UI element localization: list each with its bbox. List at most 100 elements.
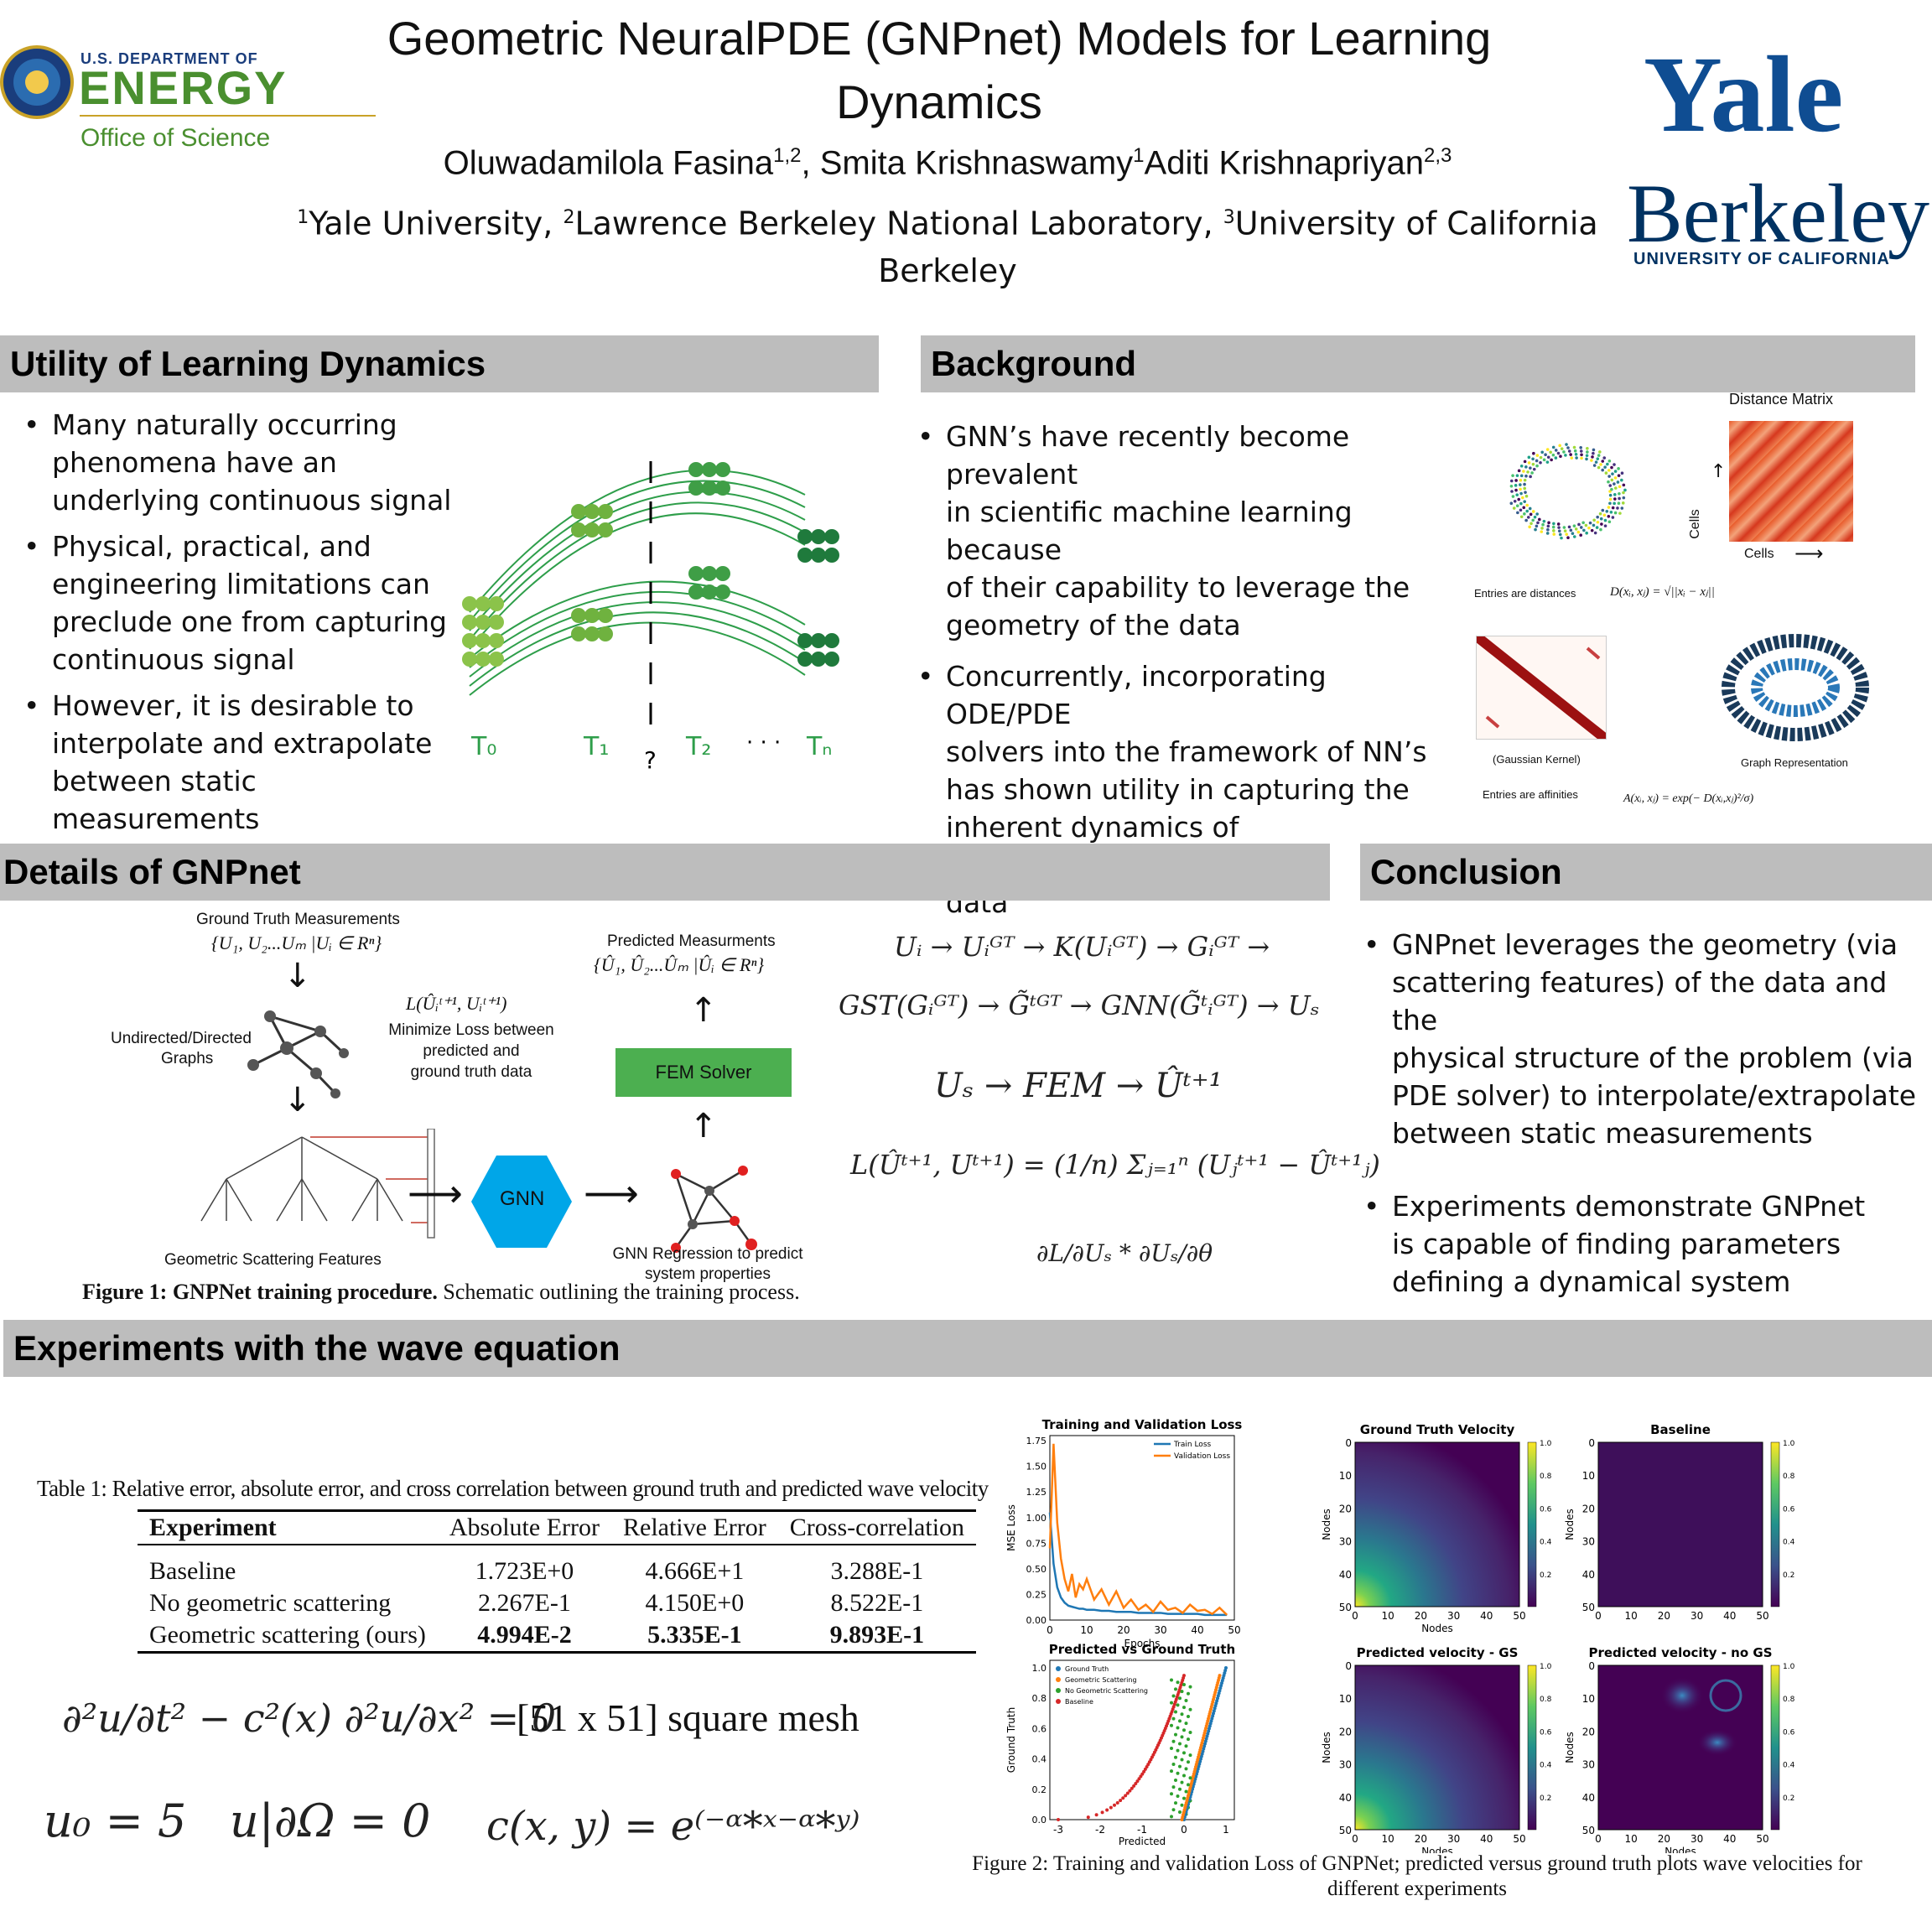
point-cloud-dot xyxy=(1567,525,1571,529)
point-cloud-dot xyxy=(1519,478,1523,482)
point-cloud-dot xyxy=(1622,491,1625,495)
pred-title: Predicted Measurments xyxy=(607,932,776,950)
point-cloud-dot xyxy=(1552,522,1555,526)
point-cloud-dot xyxy=(1609,510,1613,514)
point-cloud-dot xyxy=(1559,454,1562,459)
scatter-point xyxy=(1184,1744,1188,1748)
scatter-ylabel: Ground Truth xyxy=(1005,1707,1017,1773)
scatter-point xyxy=(1124,1794,1128,1798)
point-cloud-dot xyxy=(1562,450,1566,454)
doe-line2: ENERGY xyxy=(79,61,288,114)
dynamics-trajectory-diagram: T₀ T₁ ? T₂ · · · Tₙ xyxy=(462,461,839,774)
scatter-point xyxy=(1182,1728,1186,1732)
point-cloud-dot xyxy=(1531,457,1535,461)
heatmap-ytick: 40 xyxy=(1582,1569,1595,1581)
wave-equation: ∂²u/∂t² − c²(x) ∂²u/∂x² = 0 xyxy=(62,1696,557,1741)
scatter-point xyxy=(1128,1789,1132,1793)
equation-3: Uₛ → FEM → Ûᵗ⁺¹ xyxy=(934,1067,1223,1105)
heatmap-ytick: 30 xyxy=(1339,1759,1352,1771)
conclusion-bullets: GNPnet leverages the geometry (viascatte… xyxy=(1363,926,1917,1309)
scatter-point xyxy=(1202,1744,1207,1748)
point-cloud-dot xyxy=(1535,512,1539,516)
scatter-point xyxy=(1217,1691,1221,1696)
trajectory-dot xyxy=(824,633,839,648)
point-cloud-dot xyxy=(1558,532,1562,537)
entries-distances-label: Entries are distances xyxy=(1474,587,1576,600)
scatter-legend-marker xyxy=(1056,1699,1061,1704)
point-cloud-dot xyxy=(1591,455,1594,459)
point-cloud-dot xyxy=(1530,522,1533,526)
scatter-point xyxy=(1115,1800,1119,1805)
trajectory-dot xyxy=(702,584,717,600)
scatter-point xyxy=(1215,1699,1219,1703)
trajectory-dot xyxy=(489,596,504,611)
graphs-label-1: Undirected/Directed xyxy=(111,1030,252,1047)
scatter-point xyxy=(1203,1742,1207,1746)
scatter-point xyxy=(1170,1723,1173,1727)
scatter-point xyxy=(1174,1710,1177,1714)
scatter-point xyxy=(1187,1783,1190,1787)
point-cloud-dot xyxy=(1519,508,1523,512)
trajectory-curve xyxy=(469,501,806,641)
doe-line3: Office of Science xyxy=(80,124,271,152)
colorbar-tick: 0.6 xyxy=(1540,1505,1552,1514)
point-cloud-dot xyxy=(1592,518,1596,522)
heatmap-ytick: 20 xyxy=(1582,1726,1595,1737)
heatmap-xtick: 50 xyxy=(1756,1610,1768,1622)
entries-affinities-label: Entries are affinities xyxy=(1483,788,1578,801)
point-cloud-dot xyxy=(1588,521,1592,525)
trajectory-dot xyxy=(475,652,491,667)
scatter-point xyxy=(1220,1681,1223,1685)
trajectory-curve xyxy=(469,601,806,678)
berkeley-logo-sub: UNIVERSITY OF CALIFORNIA xyxy=(1633,250,1890,268)
arrow-right-icon: ⟶ xyxy=(408,1171,463,1216)
colorbar-tick: 0.2 xyxy=(1540,1794,1551,1803)
point-cloud-dot xyxy=(1536,521,1540,525)
background-heading: Background xyxy=(921,335,1915,392)
time-label-unknown: ? xyxy=(644,746,657,774)
time-label-t1: T₁ xyxy=(583,732,609,761)
loss-xtick: 50 xyxy=(1228,1624,1240,1636)
author-1-sup: 1,2 xyxy=(773,144,802,167)
point-cloud-dot xyxy=(1586,450,1589,454)
point-cloud-dot xyxy=(1573,449,1577,453)
pred-set: {Û₁, Û₂...Ûₘ |Ûᵢ ∈ Rⁿ} xyxy=(594,954,765,975)
scatter-point xyxy=(1184,1722,1188,1726)
trajectory-dot xyxy=(584,608,600,623)
loss-chart-title: Training and Validation Loss xyxy=(1042,1417,1243,1432)
heatmap-xtick: 30 xyxy=(1447,1833,1460,1845)
scatter-point xyxy=(1086,1815,1090,1820)
heatmap-ytick: 10 xyxy=(1339,1693,1352,1705)
colorbar-tick: 0.6 xyxy=(1540,1728,1552,1737)
trajectory-dot xyxy=(688,462,704,477)
point-cloud-dot xyxy=(1617,501,1621,505)
scatter-point xyxy=(1188,1776,1192,1780)
trajectory-dot xyxy=(824,548,839,563)
loss-legend-label: Train Loss xyxy=(1173,1441,1212,1449)
trajectory-dot xyxy=(598,626,613,641)
trajectory-dot xyxy=(571,504,586,519)
point-cloud-dot xyxy=(1621,501,1625,505)
heatmap-xlabel: Nodes xyxy=(1665,1846,1696,1853)
heatmap-xtick: 30 xyxy=(1447,1610,1460,1622)
author-2: , Smita Krishnaswamy xyxy=(801,144,1134,182)
point-cloud-dot xyxy=(1565,443,1568,446)
scatter-point xyxy=(1208,1722,1213,1726)
scatter-point xyxy=(1174,1687,1177,1691)
scatter-point xyxy=(1188,1707,1192,1711)
point-cloud-dot xyxy=(1599,527,1602,532)
heatmap-cells xyxy=(1355,1665,1519,1830)
point-cloud-dot xyxy=(1603,465,1607,469)
gnn-hexagon xyxy=(471,1156,572,1248)
heatmap-xlabel: Nodes xyxy=(1421,1623,1453,1634)
point-cloud-dot xyxy=(1607,469,1611,472)
trajectory-dot xyxy=(811,548,826,563)
colorbar-tick: 0.8 xyxy=(1783,1472,1795,1481)
heatmap-xtick: 10 xyxy=(1625,1610,1638,1622)
scatter-point xyxy=(1094,1813,1098,1817)
scatter-legend-label: Ground Truth xyxy=(1065,1665,1109,1673)
point-cloud-dot xyxy=(1577,522,1581,527)
point-cloud-dot xyxy=(1618,512,1622,515)
point-cloud-dot xyxy=(1542,519,1546,523)
point-cloud-dot xyxy=(1570,456,1574,460)
